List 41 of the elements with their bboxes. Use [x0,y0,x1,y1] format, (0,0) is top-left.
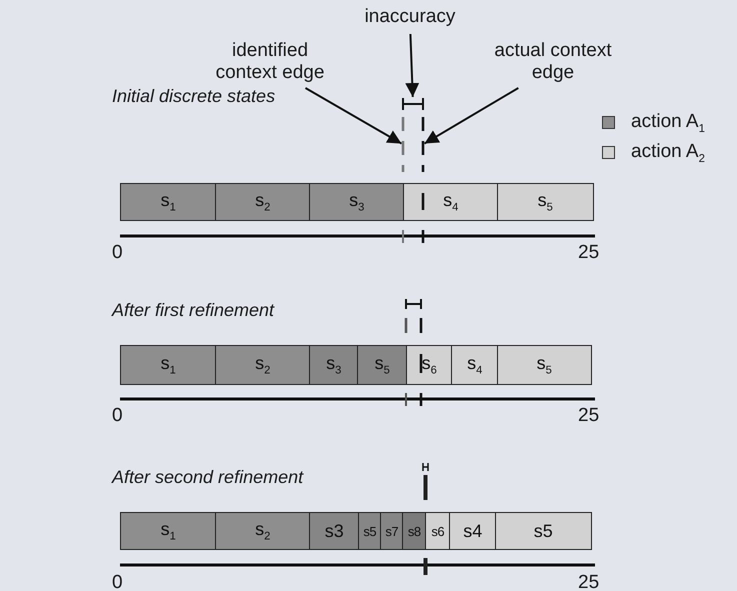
state-segment: s$_{2}$ [215,183,310,221]
state-segment: s3 [309,512,360,550]
state-segment: s$_{5}$ [497,183,594,221]
state-segment: s$_{6}$ [406,345,452,385]
axis-label: 0 [112,242,123,264]
arrow [304,87,402,144]
legend-label: action A$_{2}$ [631,141,705,165]
row-title: After second refinement [112,467,304,488]
state-segment: s8 [402,512,426,550]
state-segment: s$_{1}$ [120,183,216,221]
annotation-label: identified context edge [205,40,335,84]
row-title: Initial discrete states [112,86,276,107]
state-segment: s5 [495,512,592,550]
state-segment: s5 [358,512,382,550]
axis-label: 0 [112,405,123,427]
state-segment: s$_{1}$ [120,345,216,385]
state-segment: s$_{4}$ [403,183,498,221]
arrow [405,34,420,98]
state-segment: s$_{5}$ [357,345,408,385]
state-segment: s$_{2}$ [215,345,310,385]
state-segment: s7 [380,512,404,550]
state-segment: s$_{2}$ [215,512,310,550]
state-segment: s4 [449,512,496,550]
state-segment: s$_{3}$ [309,345,358,385]
dimension-bracket [402,98,424,110]
legend-label: action A$_{1}$ [631,111,705,135]
dashed-edge-line [402,117,404,172]
state-segment: s$_{1}$ [120,512,216,550]
axis-label: 25 [578,405,600,427]
state-segment: s$_{4}$ [451,345,498,385]
state-segment: s$_{5}$ [497,345,592,385]
axis-label: 0 [112,572,123,591]
axis-label: 25 [578,242,600,264]
axis-label: 25 [578,572,600,591]
dashed-edge-line [422,117,424,172]
state-segment: s6 [425,512,450,550]
annotation-label: inaccuracy [355,6,465,28]
row-title: After first refinement [112,300,274,321]
arrow [424,87,519,144]
state-segment: s$_{3}$ [309,183,404,221]
annotation-label: actual context edge [488,40,618,84]
